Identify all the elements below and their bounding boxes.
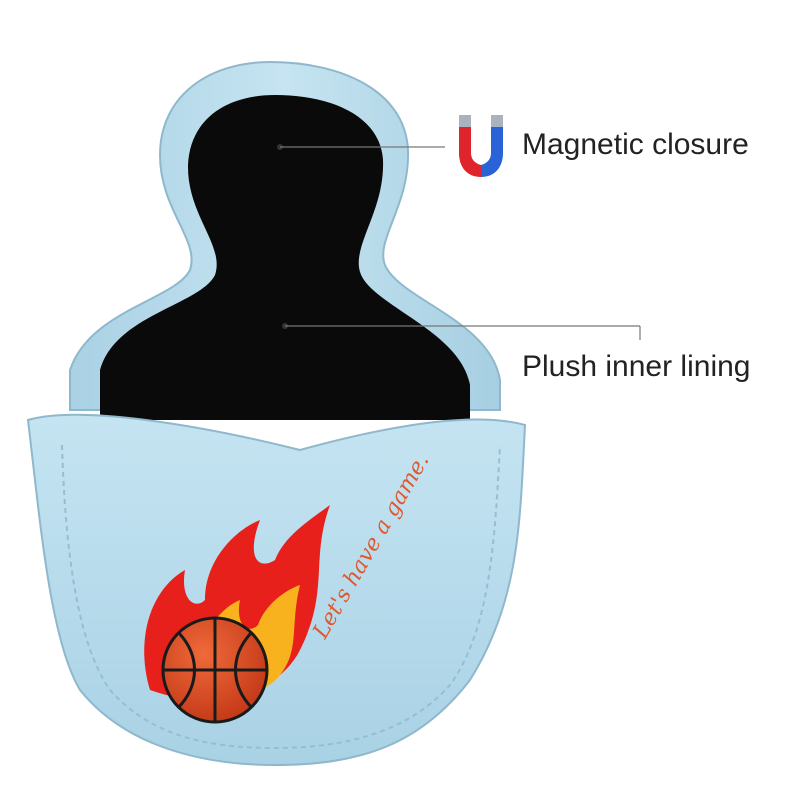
basketball-embroidery bbox=[161, 616, 269, 724]
inner-lining bbox=[100, 95, 470, 420]
plush-lining-label: Plush inner lining bbox=[522, 350, 751, 383]
callout-leader-lining bbox=[282, 323, 641, 340]
pocket-stitching bbox=[61, 444, 501, 750]
magnet-icon bbox=[459, 115, 503, 177]
callout-leader-magnetic bbox=[277, 144, 445, 150]
magnetic-closure-label: Magnetic closure bbox=[522, 128, 749, 161]
